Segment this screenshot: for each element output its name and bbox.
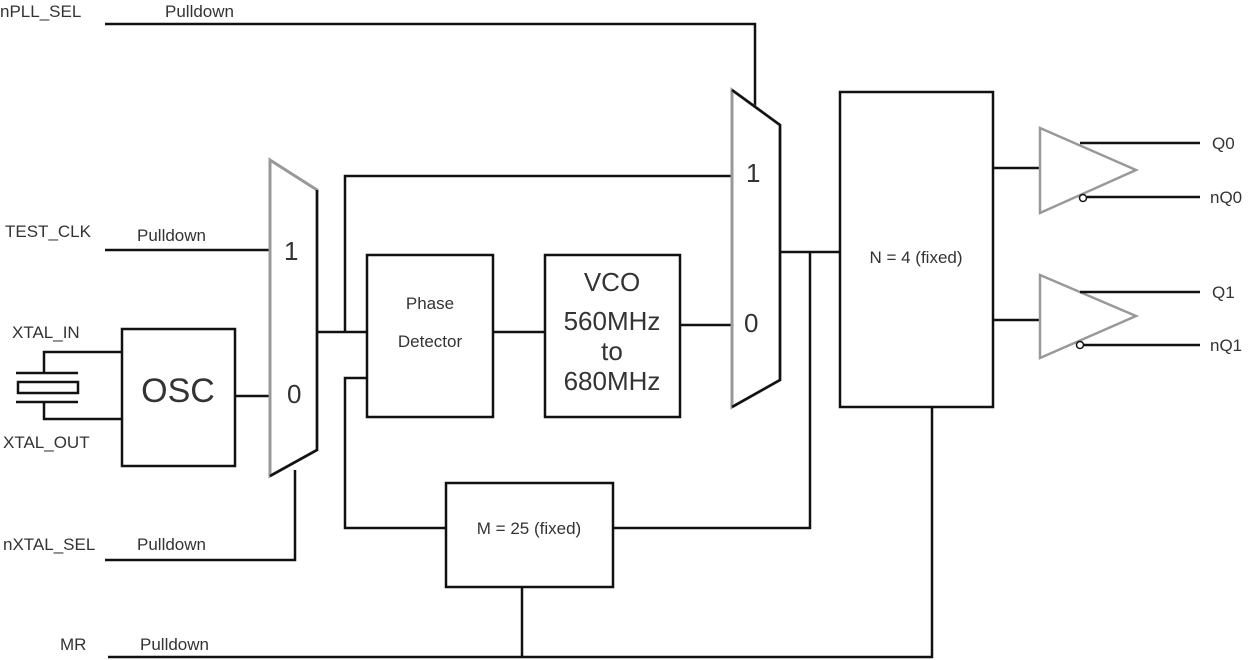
input-mux-1: 1 xyxy=(284,236,298,266)
output-q0: Q0 xyxy=(1212,134,1235,153)
n-divider-block xyxy=(838,90,995,409)
npll-sel-wire xyxy=(105,22,757,112)
n-divider-label: N = 4 (fixed) xyxy=(869,248,962,267)
input-mux-0: 0 xyxy=(287,379,301,409)
output-nq1: nQ1 xyxy=(1210,336,1242,355)
pll-mux-1: 1 xyxy=(746,158,760,188)
xtal-out-label: XTAL_OUT xyxy=(3,433,90,452)
mr-label: MR xyxy=(60,635,86,654)
test-clk-pull: Pulldown xyxy=(137,226,206,245)
output-buffer-0 xyxy=(1038,126,1200,215)
output-nq0: nQ0 xyxy=(1210,188,1242,207)
output-buffer-1 xyxy=(1038,273,1200,360)
phase-detector-block xyxy=(365,253,495,419)
crystal-icon xyxy=(16,350,122,421)
pll-mux-0: 0 xyxy=(744,308,758,338)
nxtal-sel-label: nXTAL_SEL xyxy=(3,535,95,554)
m-divider-block xyxy=(444,481,615,589)
input-mux xyxy=(268,157,319,479)
phase-detector-label-2: Detector xyxy=(398,332,463,351)
vco-block xyxy=(543,253,682,419)
osc-label: OSC xyxy=(141,372,215,410)
m-divider-label: M = 25 (fixed) xyxy=(477,519,581,538)
npll-sel-pull: Pulldown xyxy=(165,2,234,21)
bypass-wire xyxy=(343,174,732,332)
vco-label: VCO xyxy=(584,267,640,297)
phase-detector-label-1: Phase xyxy=(406,294,454,313)
mr-pull: Pulldown xyxy=(140,635,209,654)
vco-freq-min: 560MHz xyxy=(564,306,661,336)
test-clk-label: TEST_CLK xyxy=(5,222,92,241)
npll-sel-label: nPLL_SEL xyxy=(0,2,81,21)
nxtal-sel-pull: Pulldown xyxy=(137,535,206,554)
pll-bypass-mux xyxy=(730,87,782,410)
output-q1: Q1 xyxy=(1212,283,1235,302)
feedback-wire xyxy=(343,376,446,530)
osc-block xyxy=(120,327,237,468)
vco-freq-max: 680MHz xyxy=(564,366,661,396)
vco-to: to xyxy=(601,336,623,366)
nxtal-sel-wire xyxy=(105,470,297,562)
mr-wire xyxy=(108,407,934,659)
xtal-in-label: XTAL_IN xyxy=(12,323,80,342)
m-feedback-wire xyxy=(613,252,812,530)
